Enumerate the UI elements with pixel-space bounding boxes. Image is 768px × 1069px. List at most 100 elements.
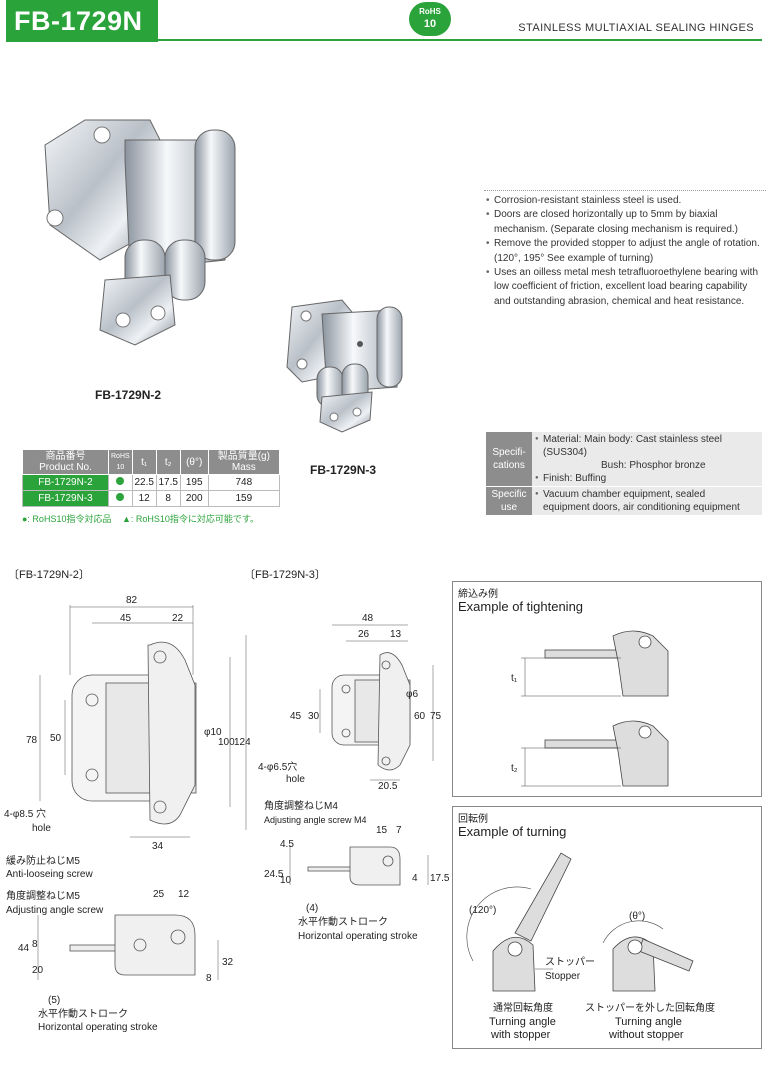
dim-12: 12 — [178, 889, 190, 900]
dim-10: 10 — [280, 875, 292, 886]
dim-13: 13 — [390, 629, 402, 640]
spec-values: Material: Main body: Cast stainless stee… — [532, 432, 762, 487]
turning-title-jp: 回転例 — [458, 814, 488, 825]
stroke-jp: 水平作動ストローク — [298, 915, 388, 928]
cell-t2: 8 — [155, 490, 181, 507]
dim-22: 22 — [172, 613, 184, 624]
cell-product-no: FB-1729N-2 — [22, 474, 109, 491]
spec-row-specifications: Specifi-cations Material: Main body: Cas… — [486, 432, 762, 487]
hole-note-jp: 4-φ8.5 穴 — [4, 807, 46, 820]
table-row: FB-1729N-3 12 8 200 159 — [22, 490, 281, 507]
rohs-badge-bottom: 10 — [423, 18, 437, 30]
adjust-screw-en: Adjusting angle screw M4 — [264, 815, 367, 825]
dim-7: 7 — [396, 825, 402, 836]
cell-rohs — [108, 490, 133, 507]
cell-t1: 12 — [131, 490, 157, 507]
adjust-screw-jp: 角度調整ねじM5 — [6, 889, 80, 902]
spec-header: Specifi-cations — [486, 432, 532, 487]
use-header-line1: Specific — [491, 489, 527, 500]
spec-header-line2: cations — [493, 460, 525, 471]
feature-list: Corrosion-resistant stainless steel is u… — [484, 190, 766, 309]
hole-note-jp: 4-φ6.5穴 — [258, 760, 297, 773]
cell-rohs — [108, 474, 133, 491]
tightening-illustration: t₁ t₂ — [511, 630, 669, 787]
anti-loose-screw-en: Anti-looseing screw — [6, 869, 93, 880]
feature-item: Doors are closed horizontally up to 5mm … — [484, 208, 766, 237]
cell-t2: 17.5 — [155, 474, 181, 491]
dim-30: 30 — [308, 711, 320, 722]
use-header-line2: use — [500, 502, 518, 513]
model-title: FB-1729N — [6, 0, 158, 42]
adjust-screw-en: Adjusting angle screw — [6, 905, 104, 916]
spec-bush: Bush: Phosphor bronze — [601, 460, 706, 471]
cell-product-no: FB-1729N-3 — [22, 490, 109, 507]
dim-78: 78 — [26, 735, 38, 746]
col-rohs-top: RoHS — [111, 453, 130, 460]
legend-available: ▲: RoHS10指令に対応可能です。 — [121, 514, 260, 524]
stroke-num: (4) — [306, 903, 318, 914]
turning-right-en1: Turning angle — [615, 1016, 682, 1028]
angle-120: (120°) — [469, 905, 496, 916]
dim-26: 26 — [358, 629, 370, 640]
cell-theta: 200 — [179, 490, 209, 507]
dim-32: 32 — [222, 957, 234, 968]
rohs-compliant-icon — [116, 492, 125, 501]
dim-44: 44 — [18, 943, 30, 954]
dim-8a: 8 — [32, 939, 38, 950]
series-title: STAINLESS MULTIAXIAL SEALING HINGES — [518, 22, 754, 34]
dim-20: 20 — [32, 965, 44, 976]
col-t1: t₁ — [131, 449, 157, 475]
photo-caption-large: FB-1729N-2 — [95, 388, 162, 402]
stroke-jp: 水平作動ストローク — [38, 1007, 128, 1020]
drawing-title-n3: 〔FB-1729N-3〕 — [244, 569, 326, 581]
col-mass-en: Mass — [231, 462, 256, 473]
feature-item: Corrosion-resistant stainless steel is u… — [484, 194, 766, 209]
dim-phi10: φ10 — [204, 727, 222, 738]
dim-25: 25 — [153, 889, 165, 900]
cell-theta: 195 — [179, 474, 209, 491]
turning-left-en1: Turning angle — [489, 1016, 556, 1028]
dim-4-5: 4.5 — [280, 839, 294, 850]
adjust-screw-jp: 角度調整ねじM4 — [264, 799, 338, 812]
cell-mass: 159 — [207, 490, 281, 507]
table-row: FB-1729N-2 22.5 17.5 195 748 — [22, 474, 281, 491]
dim-48: 48 — [362, 613, 374, 624]
dim-82: 82 — [126, 595, 138, 606]
col-product-no-en: Product No. — [39, 462, 92, 473]
cell-mass: 748 — [207, 474, 281, 491]
dim-20-5: 20.5 — [378, 781, 398, 792]
hinge-photo-large — [44, 119, 236, 346]
tightening-t2: t₂ — [511, 763, 518, 774]
col-mass: 製品質量(g)Mass — [207, 449, 281, 475]
dim-34: 34 — [152, 841, 164, 852]
turning-illustration: (120°) (θ°) ストッパー Stopper 通常回転角度 Turning… — [466, 852, 715, 1041]
stopper-en: Stopper — [545, 971, 581, 982]
turning-right-jp: ストッパーを外した回転角度 — [585, 1001, 715, 1014]
hole-note-en: hole — [32, 823, 51, 834]
turning-panel: 回転例 Example of turning (120°) (θ°) ストッパー… — [452, 806, 762, 1049]
turning-left-en2: with stopper — [490, 1029, 551, 1041]
photo-caption-small: FB-1729N-3 — [310, 463, 377, 477]
tightening-t1: t₁ — [511, 673, 518, 684]
turning-left-jp: 通常回転角度 — [493, 1001, 553, 1014]
rohs-badge-top: RoHS — [419, 7, 441, 16]
spec-table: Specifi-cations Material: Main body: Cas… — [486, 432, 762, 515]
feature-item: Remove the provided stopper to adjust th… — [484, 237, 766, 266]
angle-theta: (θ°) — [629, 911, 645, 922]
dim-phi6: φ6 — [406, 689, 418, 700]
use-line-2: equipment doors, air conditioning equipm… — [543, 502, 740, 513]
dim-45: 45 — [290, 711, 302, 722]
legend-compliant: ●: RoHS10指令対応品 — [22, 514, 112, 524]
stopper-jp: ストッパー — [545, 956, 595, 968]
anti-loose-screw-jp: 緩み防止ねじM5 — [6, 854, 80, 867]
spec-row-use: Specific use Vacuum chamber equipment, se… — [486, 486, 762, 515]
dim-60: 60 — [414, 711, 426, 722]
dim-50: 50 — [50, 733, 62, 744]
col-product-no-jp: 商品番号 — [45, 451, 86, 462]
use-line-1: Vacuum chamber equipment, sealed — [535, 488, 759, 501]
